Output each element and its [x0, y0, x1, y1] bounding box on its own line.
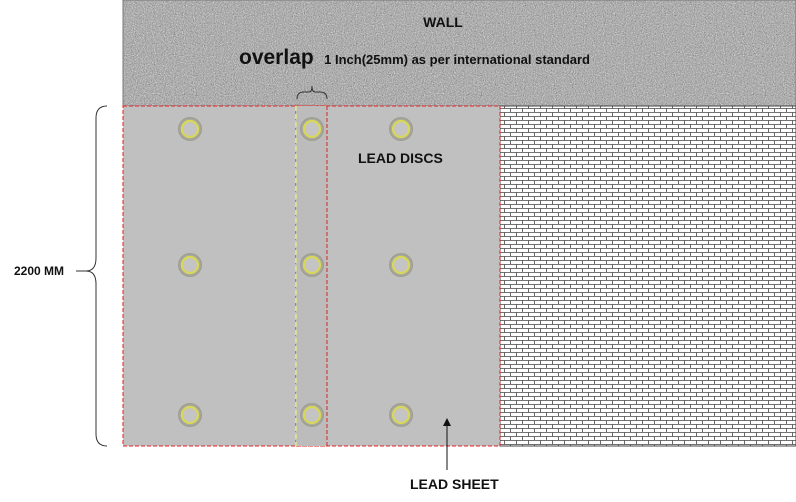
lead-disc [300, 117, 324, 141]
lead-disc [178, 403, 202, 427]
lead-disc [300, 403, 324, 427]
lead-discs-group [178, 117, 413, 427]
overlap-description: 1 Inch(25mm) as per international standa… [324, 52, 590, 67]
lead-sheet-label: LEAD SHEET [410, 476, 499, 492]
lead-disc [389, 253, 413, 277]
lead-disc [389, 117, 413, 141]
lead-disc [178, 253, 202, 277]
overlap-word: overlap [239, 46, 314, 69]
wall-label: WALL [423, 14, 463, 30]
overlap-label: overlap 1 Inch(25mm) as per internationa… [239, 46, 590, 69]
overlap-brace [296, 85, 328, 100]
lead-disc [389, 403, 413, 427]
lead-discs-label: LEAD DISCS [358, 150, 443, 166]
dimension-label: 2200 MM [14, 264, 64, 278]
wall-area [122, 0, 796, 107]
lead-disc [300, 253, 324, 277]
dimension-brace [85, 105, 108, 447]
lead-sheet-left [122, 105, 328, 447]
lead-disc [178, 117, 202, 141]
brick-wall-area [499, 105, 796, 447]
lead-sheet-arrow [443, 418, 451, 470]
